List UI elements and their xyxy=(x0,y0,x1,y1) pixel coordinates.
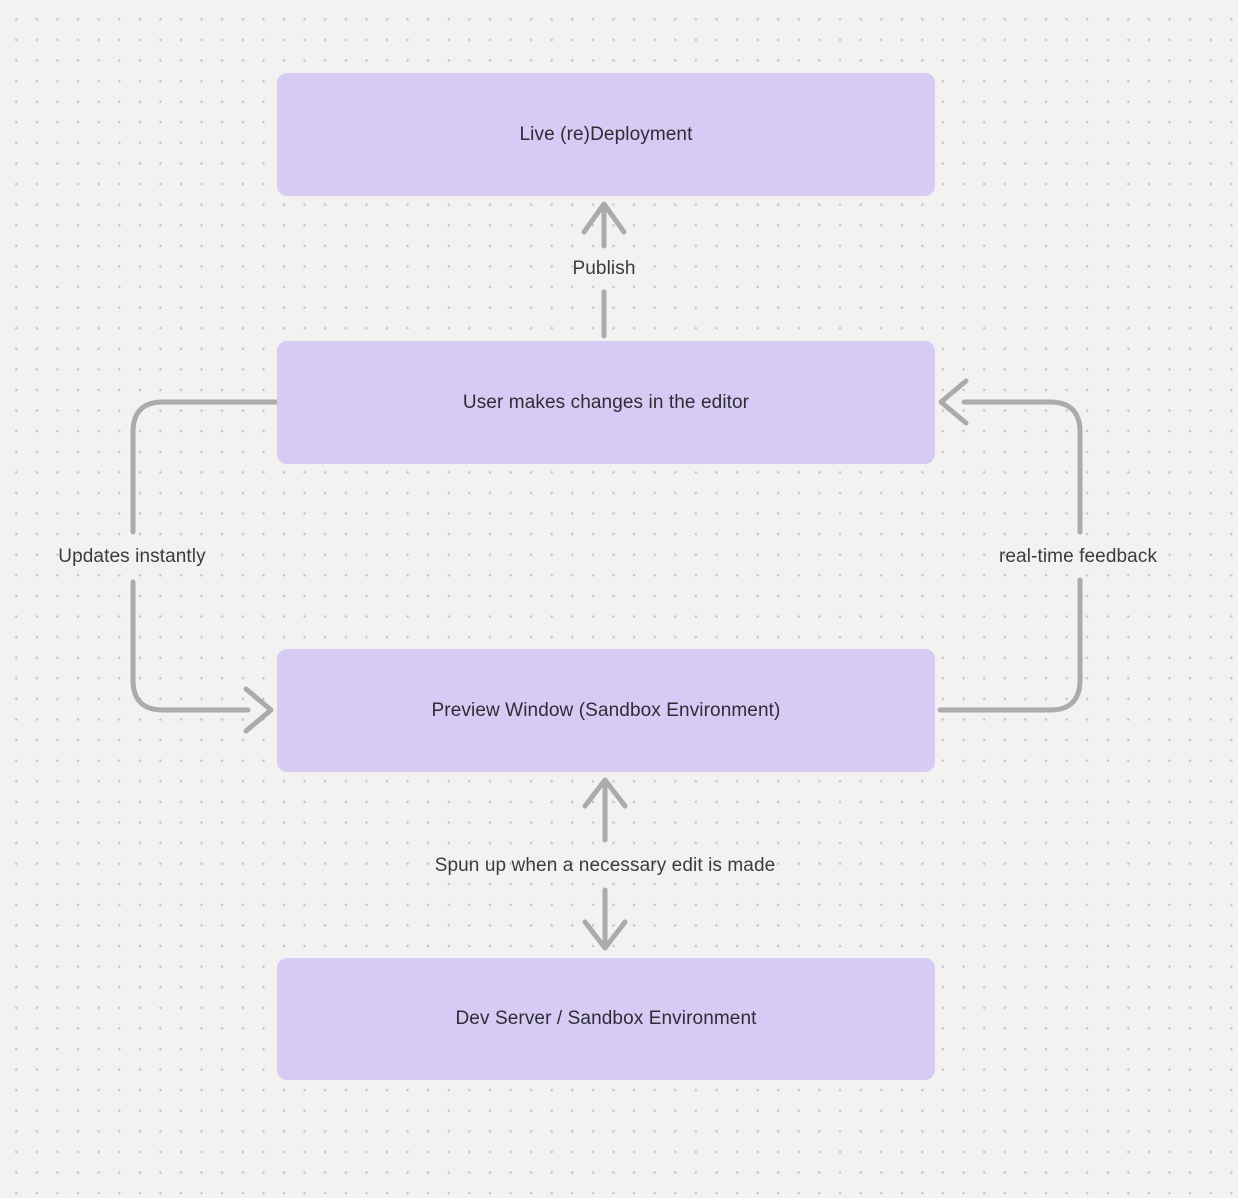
node-editor-changes[interactable]: User makes changes in the editor xyxy=(277,341,935,464)
node-live-deployment[interactable]: Live (re)Deployment xyxy=(277,73,935,196)
edge-spunup-arrowhead-up xyxy=(582,777,628,809)
edge-updates-segment-lower xyxy=(130,579,251,713)
node-dev-server-label: Dev Server / Sandbox Environment xyxy=(455,1008,757,1029)
edge-feedback-arrowhead-left xyxy=(938,378,969,426)
node-dev-server[interactable]: Dev Server / Sandbox Environment xyxy=(277,958,935,1080)
node-preview-window-label: Preview Window (Sandbox Environment) xyxy=(431,699,781,721)
node-editor-changes-label: User makes changes in the editor xyxy=(462,391,750,413)
edge-feedback-segment-lower xyxy=(937,577,1083,713)
edge-updates-segment-upper xyxy=(130,399,280,535)
edge-label-updates-instantly: Updates instantly xyxy=(58,546,206,567)
edge-feedback-segment-upper xyxy=(961,399,1083,535)
edge-label-publish: Publish xyxy=(572,258,636,279)
node-live-deployment-label: Live (re)Deployment xyxy=(519,123,693,145)
edge-label-real-time-feedback: real-time feedback xyxy=(998,546,1158,567)
node-preview-window[interactable]: Preview Window (Sandbox Environment) xyxy=(277,649,935,772)
edge-label-spun-up: Spun up when a necessary edit is made xyxy=(434,855,776,876)
edge-publish-arrowhead-up xyxy=(581,201,627,235)
edge-spunup-arrowhead-down xyxy=(582,919,628,951)
edge-updates-arrowhead-right xyxy=(243,686,274,734)
